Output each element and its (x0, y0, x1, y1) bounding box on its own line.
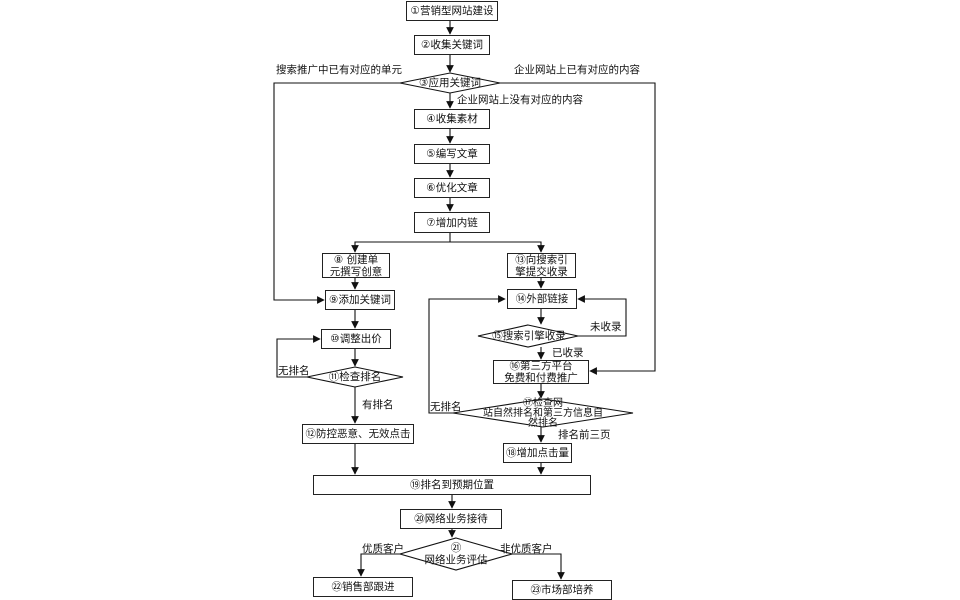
decision-shape-evaluate (397, 537, 515, 571)
node-external-links: ⑭外部链接 (507, 289, 577, 309)
label-has-rank: 有排名 (362, 399, 394, 411)
label-site-existing: 企业网站上已有对应的内容 (514, 64, 640, 76)
edge-21-23 (512, 553, 565, 580)
edge-11-loop (276, 335, 321, 378)
label-indexed: 已收录 (552, 347, 584, 359)
edge-7-13 (450, 241, 545, 253)
decision-shape-site-rank (452, 398, 634, 428)
label-not-indexed: 未收录 (590, 321, 622, 333)
label-non-quality: 非优质客户 (500, 543, 553, 555)
edge-7-split (351, 233, 451, 253)
edge-15-loop (577, 295, 627, 337)
label-quality: 优质客户 (362, 543, 404, 555)
label-no-rank-left: 无排名 (278, 365, 310, 377)
node-check-site-rank: ⑰检查网 站自然排名和第三方信息自 然排名 (483, 398, 603, 429)
node-collect-keywords: ②收集关键词 (414, 35, 490, 55)
label-top-three: 排名前三页 (558, 429, 611, 441)
edge-3-16 (500, 82, 656, 375)
node-adjust-bid: ⑩调整出价 (321, 329, 391, 349)
node-third-party-promo: ⑯第三方平台 免费和付费推广 (493, 360, 589, 384)
node-collect-material: ④收集素材 (414, 109, 490, 129)
label-site-missing: 企业网站上没有对应的内容 (457, 94, 583, 106)
edge-21-22 (357, 553, 400, 577)
node-sales-follow-up: ㉒销售部跟进 (313, 577, 413, 597)
node-increase-clicks: ⑱增加点击量 (503, 443, 572, 463)
node-reach-target-rank: ⑲排名到预期位置 (313, 475, 591, 495)
node-online-evaluation: ㉑ 网络业务评估 (424, 542, 488, 566)
node-marketing-nurture: ㉓市场部培养 (512, 580, 612, 600)
label-no-rank-right: 无排名 (430, 401, 462, 413)
node-online-reception: ⑳网络业务接待 (400, 509, 502, 529)
node-prevent-fraud-clicks: ⑫防控恶意、无效点击 (302, 424, 414, 444)
node-submit-index: ⑬向搜索引 擎提交收录 (507, 253, 576, 278)
node-apply-keywords: ③应用关键词 (419, 77, 481, 89)
edge-17-loop (428, 295, 506, 414)
decision-shape-index (477, 324, 579, 348)
node-add-keywords: ⑨添加关键词 (325, 290, 395, 310)
label-search-existing: 搜索推广中已有对应的单元 (276, 64, 402, 76)
node-add-internal-links: ⑦增加内链 (414, 212, 490, 233)
node-optimize-article: ⑥优化文章 (414, 178, 490, 198)
node-website-build: ①营销型网站建设 (406, 1, 498, 21)
node-search-indexed: ⑮搜索引擎收录 (492, 330, 566, 342)
node-create-unit: ⑧ 创建单 元撰写创意 (322, 253, 390, 278)
node-check-rank: ⑪检查排名 (328, 371, 382, 383)
edge-3-9 (273, 82, 400, 304)
node-write-article: ⑤编写文章 (414, 144, 490, 164)
